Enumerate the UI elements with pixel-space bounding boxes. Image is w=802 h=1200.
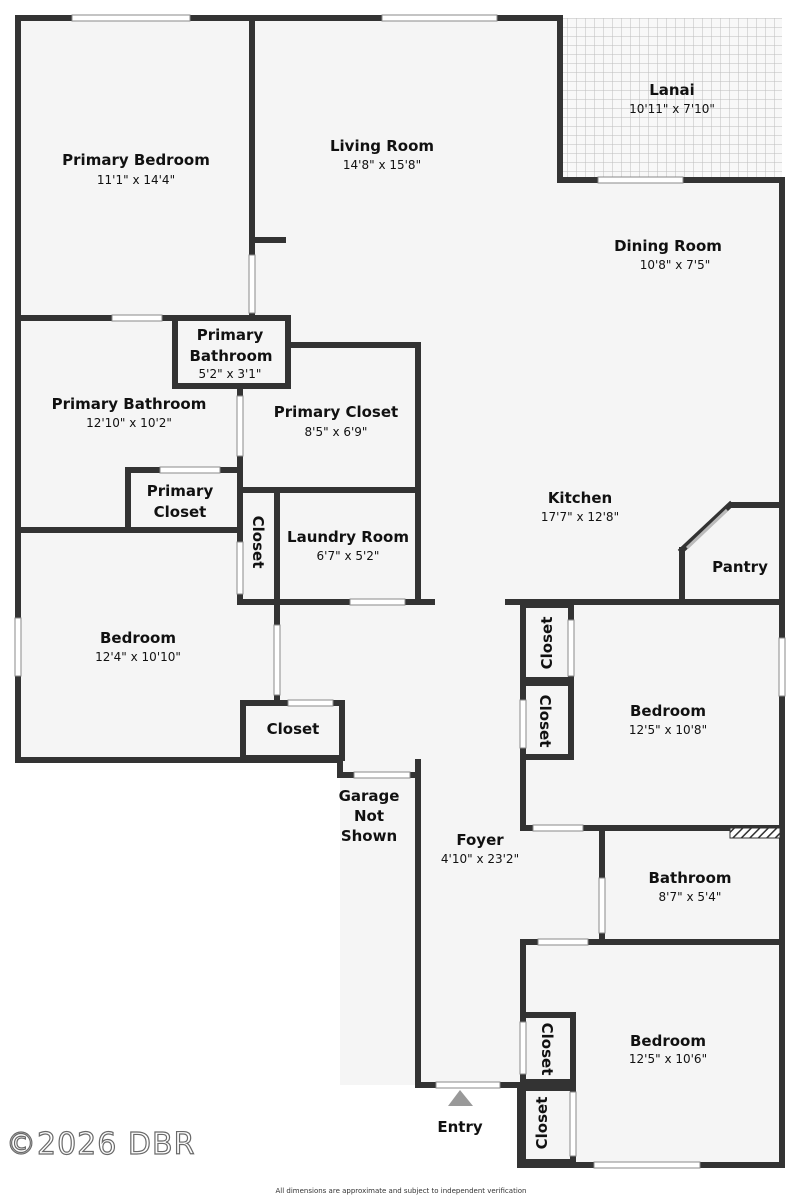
primary-closet-small-name-1: Primary bbox=[147, 482, 214, 500]
bedroom-left-dim: 12'4" x 10'10" bbox=[95, 650, 181, 664]
dining-room-name: Dining Room bbox=[614, 237, 722, 255]
garage-note-3: Shown bbox=[341, 827, 397, 845]
primary-bathroom-name: Primary Bathroom bbox=[52, 395, 207, 413]
pantry-name: Pantry bbox=[712, 558, 768, 576]
bedroom-right-bottom-dim: 12'5" x 10'6" bbox=[629, 1052, 707, 1066]
primary-bathroom-dim: 12'10" x 10'2" bbox=[86, 416, 172, 430]
entry-label: Entry bbox=[437, 1118, 482, 1136]
closet-right-bottom-1: Closet bbox=[538, 1023, 556, 1076]
entry-arrow-icon bbox=[448, 1090, 473, 1106]
primary-closet-large-name: Primary Closet bbox=[274, 403, 398, 421]
bathroom-name: Bathroom bbox=[648, 869, 731, 887]
lanai-dim: 10'11" x 7'10" bbox=[629, 102, 715, 116]
lanai-name: Lanai bbox=[649, 81, 695, 99]
closet-left-bedroom: Closet bbox=[267, 720, 320, 738]
kitchen-name: Kitchen bbox=[548, 489, 612, 507]
windows bbox=[14, 14, 786, 1169]
bedroom-right-top-name: Bedroom bbox=[630, 702, 706, 720]
living-room-name: Living Room bbox=[330, 137, 434, 155]
floor-areas bbox=[18, 18, 782, 1165]
room-labels: Primary Bedroom 11'1" x 14'4" Living Roo… bbox=[52, 81, 768, 1149]
watermark: ©2026 DBR bbox=[5, 1126, 196, 1162]
kitchen-dim: 17'7" x 12'8" bbox=[541, 510, 619, 524]
closet-right-top-2: Closet bbox=[536, 695, 554, 748]
primary-closet-large-dim: 8'5" x 6'9" bbox=[305, 425, 368, 439]
foyer-name: Foyer bbox=[456, 831, 504, 849]
laundry-room-dim: 6'7" x 5'2" bbox=[317, 549, 380, 563]
primary-bathroom-small-name-2: Bathroom bbox=[189, 347, 272, 365]
garage-note-1: Garage bbox=[339, 787, 400, 805]
lanai-tile bbox=[562, 18, 782, 180]
hatched-vent bbox=[729, 827, 781, 839]
disclaimer: All dimensions are approximate and subje… bbox=[275, 1187, 527, 1195]
primary-bedroom-dim: 11'1" x 14'4" bbox=[97, 173, 175, 187]
bedroom-right-bottom-name: Bedroom bbox=[630, 1032, 706, 1050]
garage-note-2: Not bbox=[354, 807, 384, 825]
laundry-room-name: Laundry Room bbox=[287, 528, 409, 546]
primary-bedroom-name: Primary Bedroom bbox=[62, 151, 210, 169]
pantry-door bbox=[685, 508, 729, 550]
closet-laundry-column: Closet bbox=[249, 516, 267, 569]
closet-right-bottom-2: Closet bbox=[533, 1097, 551, 1150]
living-room-dim: 14'8" x 15'8" bbox=[343, 158, 421, 172]
primary-closet-small-name-2: Closet bbox=[154, 503, 207, 521]
bedroom-right-top-dim: 12'5" x 10'8" bbox=[629, 723, 707, 737]
primary-bathroom-small-dim: 5'2" x 3'1" bbox=[199, 367, 262, 381]
foyer-dim: 4'10" x 23'2" bbox=[441, 852, 519, 866]
closet-right-top-1: Closet bbox=[538, 617, 556, 670]
dining-room-dim: 10'8" x 7'5" bbox=[640, 258, 711, 272]
bedroom-left-name: Bedroom bbox=[100, 629, 176, 647]
bathroom-dim: 8'7" x 5'4" bbox=[659, 890, 722, 904]
primary-bathroom-small-name-1: Primary bbox=[197, 326, 264, 344]
